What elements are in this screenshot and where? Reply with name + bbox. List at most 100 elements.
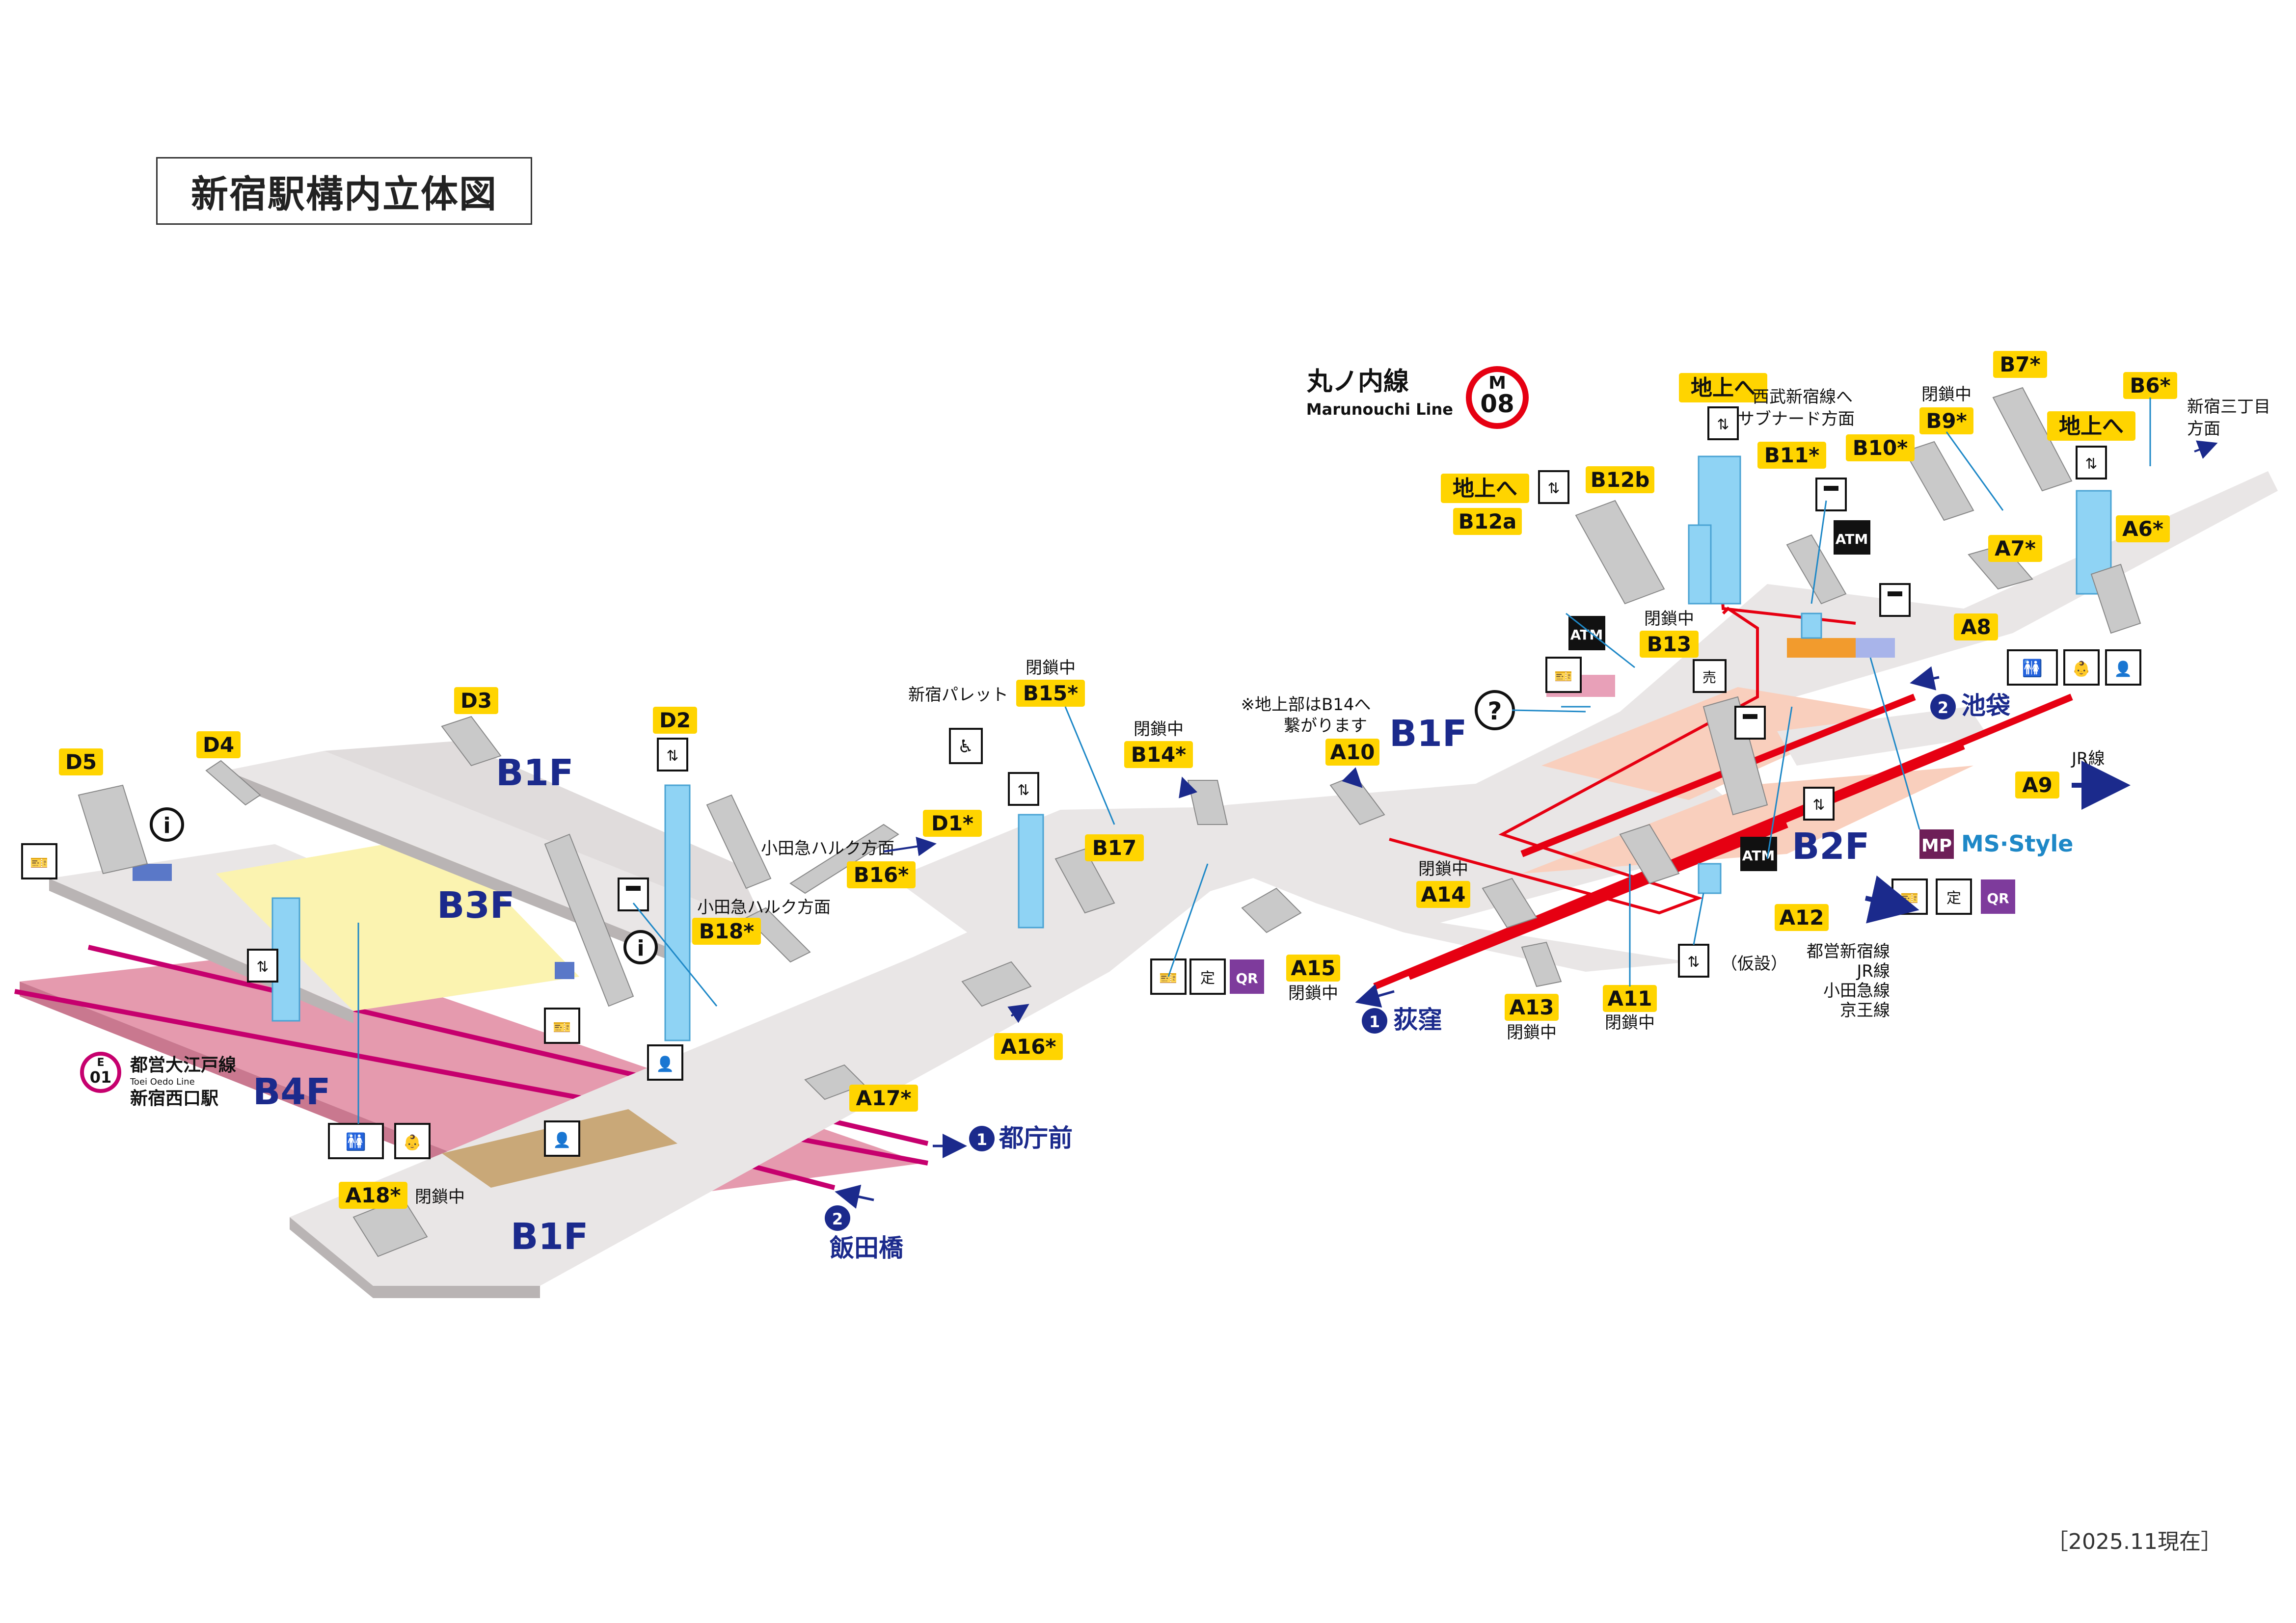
exit-a10[interactable]: A10 <box>1325 739 1379 766</box>
qr-icon: QR <box>1230 959 1264 994</box>
exit-d4[interactable]: D4 <box>196 731 241 758</box>
exit-d1[interactable]: D1* <box>923 810 982 837</box>
exit-a9[interactable]: A9 <box>2015 772 2059 798</box>
note-closed-a15: 閉鎖中 <box>1288 984 1338 1003</box>
svg-text:A10: A10 <box>1330 740 1375 764</box>
exit-d2[interactable]: D2 <box>653 707 697 734</box>
svg-text:⇅: ⇅ <box>2085 455 2097 473</box>
stairs-b12 <box>1575 500 1665 605</box>
svg-text:B18*: B18* <box>699 919 754 943</box>
multipurpose-room-icon: 👤 <box>2105 649 2141 686</box>
station-staff-icon: 👤 <box>544 1120 580 1157</box>
elevator-icon: ⇅ <box>1707 406 1739 440</box>
floor-label-b1f-bottom: B1F <box>511 1216 588 1258</box>
atm-icon: ATM <box>1834 520 1870 555</box>
svg-text:B14*: B14* <box>1131 743 1186 767</box>
exit-a15[interactable]: A15 <box>1286 955 1340 982</box>
note-closed-b13: 閉鎖中 <box>1644 609 1694 629</box>
svg-text:B16*: B16* <box>854 863 909 887</box>
exit-chijo-center[interactable]: 地上へ <box>1679 373 1767 402</box>
svg-text:⇅: ⇅ <box>1017 782 1029 799</box>
note-transfer-4: 京王線 <box>1840 1001 1890 1020</box>
direction-transfer-arrow <box>1864 875 1919 924</box>
exit-b6[interactable]: B6* <box>2123 372 2177 399</box>
exit-b17[interactable]: B17 <box>1085 834 1144 861</box>
exit-b11[interactable]: B11* <box>1757 442 1826 469</box>
oedo-line-en: Toei Oedo Line <box>130 1077 195 1087</box>
exit-a13[interactable]: A13 <box>1505 994 1559 1021</box>
elevator-icon: ⇅ <box>2076 446 2107 479</box>
floor-label-b3f: B3F <box>437 884 514 927</box>
elevator-temporary <box>1698 863 1722 894</box>
exit-d5[interactable]: D5 <box>59 748 103 775</box>
exit-b7[interactable]: B7* <box>1993 351 2047 378</box>
exit-a6[interactable]: A6* <box>2116 515 2170 542</box>
exit-b9[interactable]: B9* <box>1919 407 1973 434</box>
elevator-icon: ⇅ <box>657 738 688 772</box>
direction-arrows-misc <box>883 440 2218 1023</box>
svg-text:D2: D2 <box>659 708 691 732</box>
exit-b12b[interactable]: B12b <box>1586 466 1654 493</box>
svg-text:MP: MP <box>1921 836 1952 856</box>
exit-a7[interactable]: A7* <box>1988 535 2042 562</box>
stairs-d4 <box>205 760 261 806</box>
exit-b15[interactable]: B15* <box>1016 680 1085 707</box>
floor-label-b1f-left: B1F <box>496 752 573 794</box>
elevator-d2 <box>664 784 691 1041</box>
exit-a17[interactable]: A17* <box>849 1085 918 1112</box>
svg-text:A12: A12 <box>1780 905 1824 930</box>
ticket-machine-icon: 🎫 <box>21 843 57 879</box>
note-b14-1: ※地上部はB14へ <box>1241 695 1371 715</box>
pictograms: i i ? ⇅ ⇅ ⇅ ⇅ ⇅ ⇅ ⇅ ⇅ ♿ 🎫 🎫 👤 👤 🎫 売 🚻 👶 … <box>21 406 2141 1159</box>
svg-text:B12b: B12b <box>1591 468 1650 492</box>
floor-label-b2f: B2F <box>1792 825 1869 868</box>
exit-b18[interactable]: B18* <box>692 918 761 945</box>
svg-text:1: 1 <box>1369 1012 1380 1031</box>
oedo-line-jp: 都営大江戸線 <box>130 1055 236 1075</box>
exit-a16[interactable]: A16* <box>994 1033 1063 1060</box>
stairs-a13 <box>1521 941 1562 987</box>
svg-text:地上へ: 地上へ <box>1691 375 1756 400</box>
note-sanchome-2: 方面 <box>2187 419 2220 439</box>
exit-b12a[interactable]: B12a <box>1453 508 1522 535</box>
svg-text:⇅: ⇅ <box>1717 416 1729 433</box>
stairs-b7 <box>1992 387 2073 492</box>
exit-b16[interactable]: B16* <box>847 861 916 888</box>
exit-chijo-a6[interactable]: 地上へ <box>2047 411 2135 441</box>
exit-d3[interactable]: D3 <box>454 687 498 714</box>
stairs-a15 <box>1241 887 1302 933</box>
ticket-counter-icon: 🎫 <box>1545 657 1582 693</box>
svg-text:A11: A11 <box>1608 986 1652 1011</box>
ms-style-label: MS·Style <box>1961 830 2073 857</box>
svg-text:QR: QR <box>1987 890 2009 906</box>
annotations: 閉鎖中 新宿パレット 閉鎖中 ※地上部はB14へ 繋がります 小田急ハルク方面 … <box>415 385 2270 1207</box>
direction-ogikubo-label: 荻窪 <box>1393 1006 1442 1034</box>
nursing-room-icon: 👶 <box>394 1123 431 1159</box>
svg-text:D4: D4 <box>203 733 234 757</box>
stairs-a6 <box>2090 563 2141 634</box>
note-transfer-3: 小田急線 <box>1823 981 1890 1001</box>
exit-a14[interactable]: A14 <box>1416 881 1470 908</box>
exit-b10[interactable]: B10* <box>1846 434 1915 461</box>
svg-text:👶: 👶 <box>403 1134 421 1151</box>
exit-b14[interactable]: B14* <box>1124 741 1193 768</box>
svg-text:2: 2 <box>832 1210 843 1228</box>
locker-icon <box>1879 583 1911 617</box>
exit-a11[interactable]: A11 <box>1603 985 1657 1012</box>
note-closed-a14: 閉鎖中 <box>1418 859 1468 879</box>
exit-b13[interactable]: B13 <box>1640 631 1699 658</box>
ticket-machine-icon: 🎫 <box>1891 878 1928 915</box>
note-closed-a11: 閉鎖中 <box>1605 1013 1655 1033</box>
svg-text:01: 01 <box>90 1068 112 1087</box>
stairs <box>78 387 2141 1257</box>
svg-text:A13: A13 <box>1510 995 1554 1019</box>
exit-chijo-b12a[interactable]: 地上へ <box>1441 474 1529 503</box>
direction-ikebukuro: 2 池袋 <box>1910 666 2010 720</box>
svg-text:B13: B13 <box>1647 632 1691 656</box>
svg-text:👤: 👤 <box>656 1055 674 1073</box>
exit-a8[interactable]: A8 <box>1954 613 1998 640</box>
exit-a18[interactable]: A18* <box>339 1182 407 1209</box>
exit-a12[interactable]: A12 <box>1775 904 1829 931</box>
svg-text:A7*: A7* <box>1995 536 2036 560</box>
svg-text:B10*: B10* <box>1853 436 1908 460</box>
